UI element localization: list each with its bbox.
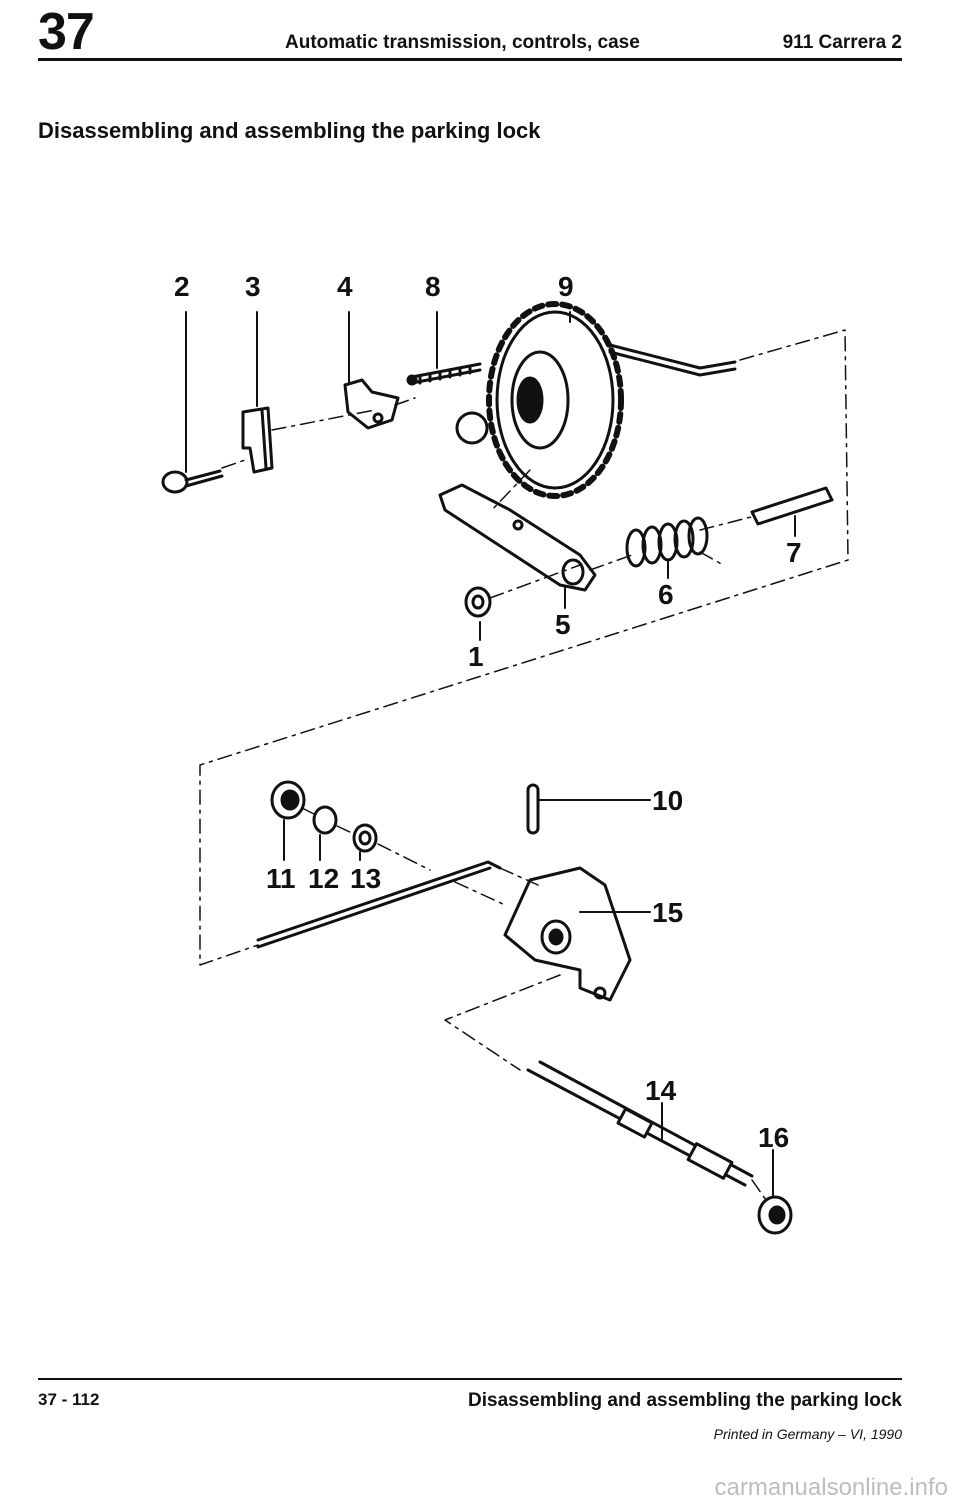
assembly-dash-lines bbox=[199, 329, 849, 966]
leader-lines-lower bbox=[283, 799, 774, 1197]
watermark: carmanualsonline.info bbox=[714, 1474, 948, 1501]
footer-page-number: 37 - 112 bbox=[38, 1390, 100, 1409]
callout-11: 11 bbox=[266, 863, 296, 894]
callout-5: 5 bbox=[555, 609, 571, 640]
threaded-pin-part-8 bbox=[406, 362, 482, 386]
selector-rod bbox=[256, 860, 502, 949]
callout-7: 7 bbox=[786, 537, 802, 568]
callout-14: 14 bbox=[645, 1075, 677, 1106]
bearing-ring-part-1 bbox=[464, 586, 492, 618]
pin-part-10 bbox=[526, 783, 540, 835]
callout-2: 2 bbox=[174, 271, 190, 302]
callout-12: 12 bbox=[308, 863, 339, 894]
parking-rod bbox=[608, 343, 737, 377]
page-title: Disassembling and assembling the parking… bbox=[38, 118, 541, 143]
callout-9: 9 bbox=[558, 271, 574, 302]
exploded-parts-diagram: 2 3 4 8 9 7 6 5 1 10 11 12 13 15 14 16 bbox=[161, 271, 849, 1235]
lever-part-4 bbox=[343, 378, 400, 430]
section-number: 37 bbox=[38, 3, 95, 61]
callout-3: 3 bbox=[245, 271, 261, 302]
circlip-part-12 bbox=[312, 805, 338, 835]
assembly-dash-lines-lower bbox=[301, 807, 767, 1201]
footer-printed-note: Printed in Germany – VI, 1990 bbox=[713, 1426, 902, 1442]
washer-part-13 bbox=[352, 823, 378, 853]
header-title: Automatic transmission, controls, case bbox=[285, 32, 640, 53]
circlip bbox=[455, 411, 489, 445]
header-rule bbox=[38, 58, 902, 61]
callout-6: 6 bbox=[658, 579, 674, 610]
spring-part-6 bbox=[625, 516, 709, 568]
callout-1: 1 bbox=[468, 641, 484, 672]
callout-16: 16 bbox=[758, 1122, 789, 1153]
callout-10: 10 bbox=[652, 785, 683, 816]
leader-lines-upper bbox=[185, 311, 796, 641]
parking-gear-part-9 bbox=[486, 301, 624, 499]
bracket-part-3 bbox=[241, 406, 274, 474]
callout-8: 8 bbox=[425, 271, 441, 302]
callout-13: 13 bbox=[350, 863, 381, 894]
header-model: 911 Carrera 2 bbox=[782, 32, 902, 53]
pin-part-7 bbox=[750, 486, 834, 526]
shaft-part-14 bbox=[526, 1060, 754, 1187]
seal-part-16 bbox=[757, 1195, 793, 1235]
callout-4: 4 bbox=[337, 271, 353, 302]
bearing-part-11 bbox=[270, 780, 306, 820]
parking-lever-part-15 bbox=[503, 866, 632, 1002]
parking-pawl-part-5 bbox=[438, 483, 597, 592]
callout-15: 15 bbox=[652, 897, 683, 928]
bolt-part-2 bbox=[161, 469, 224, 494]
footer-title: Disassembling and assembling the parking… bbox=[468, 1390, 902, 1411]
footer-rule bbox=[38, 1378, 902, 1380]
